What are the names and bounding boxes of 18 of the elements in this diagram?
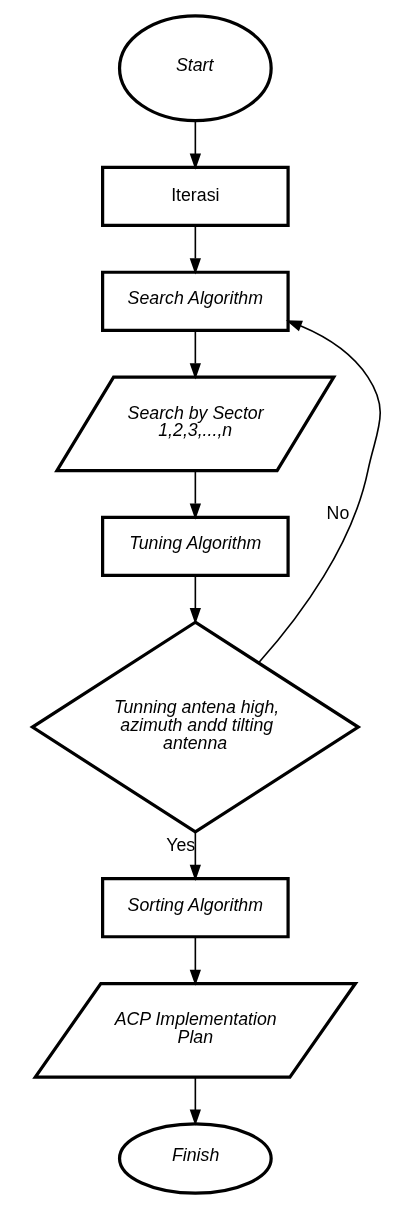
arrow	[189, 831, 201, 881]
arrow	[189, 470, 201, 520]
node-box: Sorting Algorithm	[100, 877, 290, 939]
node-diamond: Tunning antena high, azimuth andd tilting antenna	[28, 620, 361, 834]
node-ellipse: Finish	[117, 1122, 273, 1195]
edge-label: Yes	[165, 834, 195, 855]
arrow	[189, 225, 201, 275]
node-box: Search Algorithm	[100, 270, 290, 332]
arrow	[189, 329, 201, 380]
arrow	[189, 936, 201, 986]
arrow	[189, 574, 201, 625]
edge-label: No	[326, 503, 349, 524]
arrow	[257, 320, 381, 664]
arrow	[189, 1076, 201, 1126]
node-box: Iterasi	[100, 165, 290, 228]
node-box: Tuning Algorithm	[100, 515, 290, 578]
arrow	[189, 119, 201, 170]
node-ellipse: Start	[117, 14, 273, 123]
